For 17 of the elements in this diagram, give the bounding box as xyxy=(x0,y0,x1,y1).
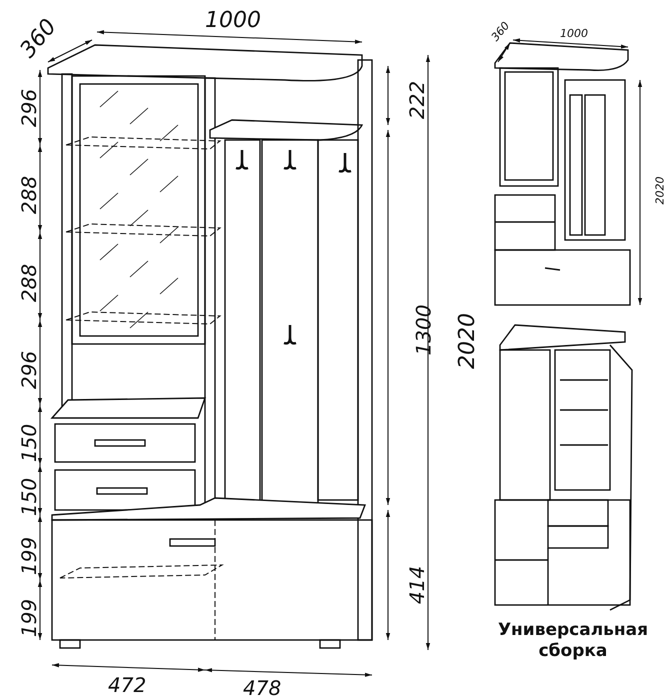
dimension-label: 2020 xyxy=(654,176,665,204)
dimension-label: 199 xyxy=(19,598,40,638)
dimension-label: 150 xyxy=(19,478,40,516)
dimension-label: 478 xyxy=(243,678,282,698)
dimension-label: 472 xyxy=(108,675,146,695)
dimension-label: 1000 xyxy=(205,10,261,32)
dimension-label: 150 xyxy=(19,424,40,462)
dimension-label: 414 xyxy=(407,566,428,604)
dimension-label: 288 xyxy=(19,264,40,302)
dimension-label: 222 xyxy=(407,80,428,120)
dimension-label: 1000 xyxy=(560,28,588,39)
caption: Универсальная сборка xyxy=(496,620,650,662)
dimension-label: 296 xyxy=(19,350,40,390)
dimension-label: 2020 xyxy=(457,313,479,369)
dimension-label: 296 xyxy=(19,88,40,128)
dimension-label: 288 xyxy=(19,176,40,214)
dimension-label: 199 xyxy=(19,536,40,576)
